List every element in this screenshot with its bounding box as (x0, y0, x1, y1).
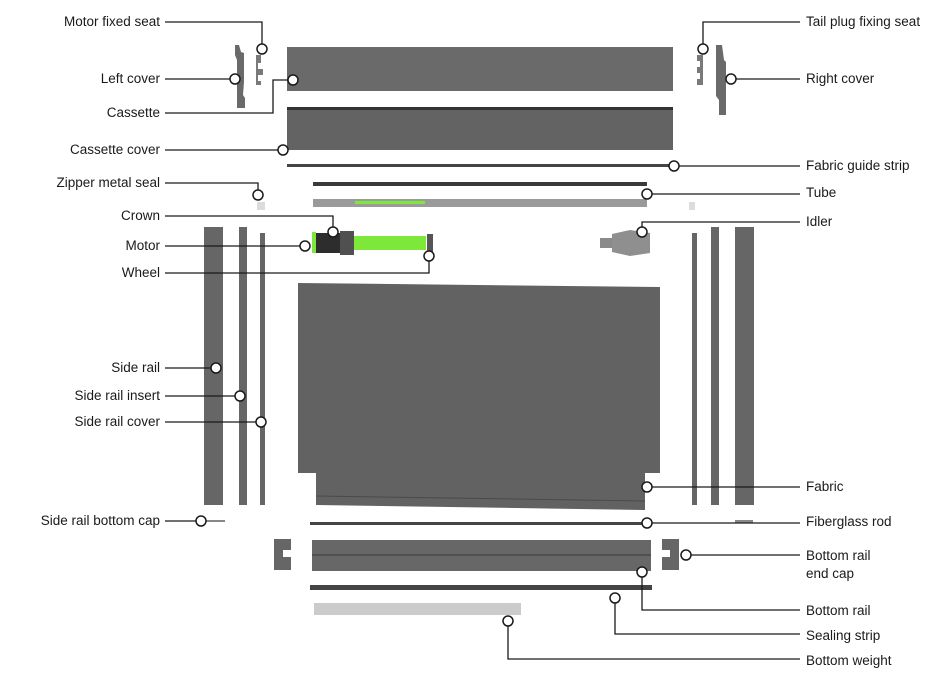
label-right-cover: Right cover (806, 71, 875, 86)
wheel-part (427, 234, 433, 255)
label-bottom-rail: Bottom rail (806, 603, 871, 618)
motor-part (312, 231, 426, 255)
label-idler: Idler (806, 214, 833, 229)
label-fabric: Fabric (806, 479, 844, 494)
label-side-rail-bottom-cap: Side rail bottom cap (40, 513, 160, 528)
label-sealing-strip: Sealing strip (806, 628, 881, 643)
tube-top-part (313, 182, 647, 186)
label-zipper-metal-seal: Zipper metal seal (56, 175, 160, 190)
label-wheel: Wheel (121, 265, 160, 280)
bottom-weight-part (314, 603, 521, 615)
tail-plug-fixing-seat-part (697, 55, 703, 85)
label-side-rail: Side rail (111, 360, 160, 375)
parts (204, 45, 754, 615)
label-bottom-rail-end-cap-line1: Bottom rail (806, 548, 871, 563)
label-bottom-weight: Bottom weight (806, 653, 892, 668)
bottom-rail-end-cap-parts (274, 539, 679, 570)
leader-lines (165, 21, 800, 660)
label-left-cover: Left cover (100, 71, 160, 86)
zipper-metal-seal-part (257, 202, 695, 210)
side-rail-bottom-cap-part (205, 520, 753, 523)
label-fabric-guide-strip: Fabric guide strip (806, 158, 910, 173)
fabric-part (298, 283, 660, 510)
label-crown: Crown (120, 208, 160, 223)
side-rail-right-parts (692, 227, 754, 505)
callout-circles (195, 43, 737, 627)
right-cover-part (716, 45, 726, 115)
label-side-rail-insert: Side rail insert (74, 388, 160, 403)
sealing-strip-part (310, 585, 652, 590)
label-bottom-rail-end-cap-line2: end cap (806, 566, 855, 581)
tube-part (313, 199, 647, 207)
cassette-cover-part (287, 107, 673, 150)
label-tube: Tube (806, 185, 837, 200)
label-motor-fixed-seat: Motor fixed seat (63, 14, 160, 29)
label-cassette: Cassette (106, 105, 160, 120)
fiberglass-rod-part (310, 522, 647, 525)
label-side-rail-cover: Side rail cover (74, 414, 160, 429)
label-motor: Motor (125, 238, 160, 253)
fabric-guide-strip-part (287, 164, 673, 167)
cassette-part (287, 47, 673, 91)
label-cassette-cover: Cassette cover (69, 142, 160, 157)
label-tail-plug-fixing-seat: Tail plug fixing seat (806, 14, 921, 29)
motor-fixed-seat-part (256, 55, 263, 85)
label-fiberglass-rod: Fiberglass rod (806, 514, 892, 529)
bottom-rail-part (312, 540, 651, 571)
